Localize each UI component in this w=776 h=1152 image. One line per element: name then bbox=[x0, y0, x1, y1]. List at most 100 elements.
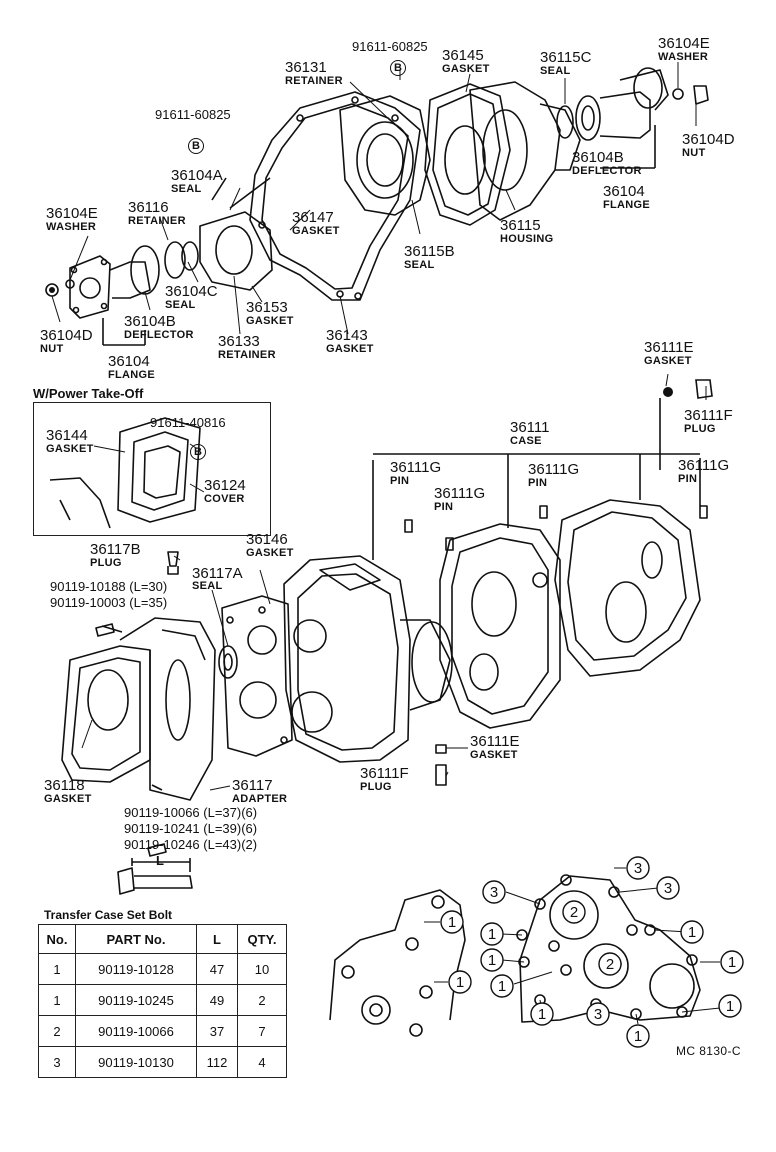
table-row: 3 90119-10130 112 4 bbox=[38, 1046, 287, 1078]
marker-1: 1 bbox=[725, 998, 735, 1015]
marker-2: 2 bbox=[605, 956, 615, 973]
bolt-table-header: No. PART No. L QTY. bbox=[38, 924, 287, 954]
housing-36115-drawing bbox=[469, 81, 581, 221]
bolt-table: No. PART No. L QTY. 1 90119-10128 47 10 … bbox=[38, 924, 287, 1078]
marker-1: 1 bbox=[633, 1028, 643, 1045]
bolt-length-label: L bbox=[156, 853, 164, 868]
marker-b-pto: B bbox=[190, 444, 206, 460]
marker-1: 1 bbox=[687, 924, 697, 941]
cell-part: 90119-10128 bbox=[75, 953, 197, 985]
cell-qty: 4 bbox=[237, 1046, 287, 1078]
marker-3: 3 bbox=[663, 880, 673, 897]
adapter-36117-drawing bbox=[61, 617, 216, 801]
cell-part: 90119-10066 bbox=[75, 1015, 197, 1047]
cell-part: 90119-10130 bbox=[75, 1046, 197, 1078]
case-middle-drawing bbox=[439, 523, 561, 729]
table-row: 1 90119-10128 47 10 bbox=[38, 953, 287, 985]
diagram-code: MC 8130-C bbox=[676, 1044, 741, 1058]
cell-no: 1 bbox=[38, 984, 76, 1016]
marker-1: 1 bbox=[455, 974, 465, 991]
marker-2: 2 bbox=[569, 904, 579, 921]
marker-1: 1 bbox=[447, 914, 457, 931]
marker-1: 1 bbox=[537, 1006, 547, 1023]
marker-1: 1 bbox=[487, 952, 497, 969]
pto-box bbox=[33, 402, 271, 536]
marker-1: 1 bbox=[727, 954, 737, 971]
marker-3: 3 bbox=[633, 860, 643, 877]
left-flange-drawing bbox=[45, 211, 273, 319]
bolt-drawings bbox=[95, 623, 167, 857]
label-91611-left: 91611-60825 bbox=[155, 107, 231, 122]
marker-3: 3 bbox=[489, 884, 499, 901]
col-part-no: PART No. bbox=[75, 924, 197, 954]
label-90119-10066: 90119-10066 (L=37)(6) bbox=[124, 805, 258, 820]
pto-cover-drawing bbox=[49, 417, 201, 529]
retainer-36131-drawing bbox=[339, 95, 431, 216]
cell-l: 112 bbox=[196, 1046, 238, 1078]
col-qty: QTY. bbox=[237, 924, 287, 954]
label-90119-10241: 90119-10241 (L=39)(6) bbox=[124, 821, 258, 836]
bolt-table-title: Transfer Case Set Bolt bbox=[44, 908, 173, 922]
marker-3: 3 bbox=[593, 1006, 603, 1023]
marker-1: 1 bbox=[487, 926, 497, 943]
pto-title: W/Power Take-Off bbox=[33, 386, 144, 401]
case-front-drawing bbox=[283, 555, 453, 763]
cell-qty: 2 bbox=[237, 984, 287, 1016]
marker-b-left: B bbox=[188, 138, 204, 154]
cell-l: 37 bbox=[196, 1015, 238, 1047]
bolt-length-drawing bbox=[117, 858, 193, 895]
label-91611-top: 91611-60825 bbox=[352, 39, 428, 54]
cell-qty: 10 bbox=[237, 953, 287, 985]
gasket-36146-drawing bbox=[221, 595, 293, 757]
label-36117a-seal: SEAL bbox=[192, 580, 223, 592]
marker-1: 1 bbox=[497, 978, 507, 995]
col-no: No. bbox=[38, 924, 76, 954]
table-row: 1 90119-10245 49 2 bbox=[38, 984, 287, 1016]
cell-no: 3 bbox=[38, 1046, 76, 1078]
case-rear-drawing bbox=[554, 499, 701, 677]
case-outline-left bbox=[329, 889, 466, 1037]
label-90119-10003: 90119-10003 (L=35) bbox=[50, 595, 168, 610]
marker-b-top: B bbox=[390, 60, 406, 76]
label-91611-pto: 91611-40816 bbox=[150, 415, 226, 430]
label-90119-10246: 90119-10246 (L=43)(2) bbox=[124, 837, 258, 852]
label-90119-10188: 90119-10188 (L=30) bbox=[50, 579, 168, 594]
